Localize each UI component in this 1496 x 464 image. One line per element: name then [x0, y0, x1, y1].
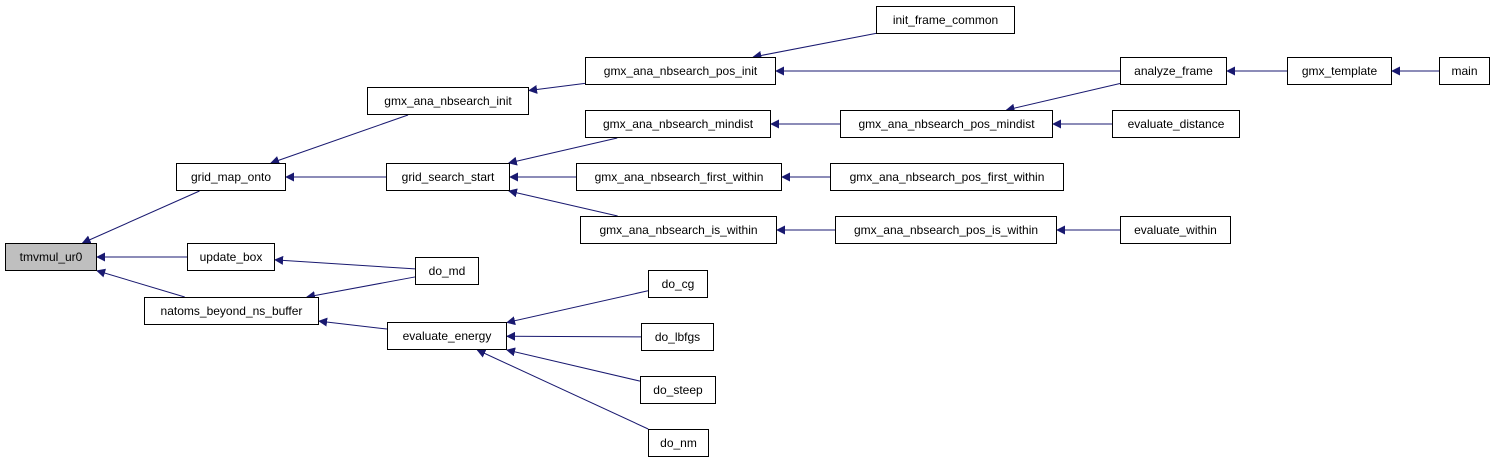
node-gmx-ana-nbsearch-pos-init[interactable]: gmx_ana_nbsearch_pos_init [585, 57, 776, 85]
edge-do-md-to-natoms-beyond-ns-buffer [306, 276, 416, 300]
node-evaluate-energy[interactable]: evaluate_energy [387, 322, 507, 350]
edge-do-lbfgs-to-evaluate-energy [506, 331, 642, 341]
node-natoms-beyond-ns-buffer[interactable]: natoms_beyond_ns_buffer [144, 297, 319, 325]
node-do-nm[interactable]: do_nm [648, 429, 709, 457]
edge-grid-map-onto-to-tmvmul-ur0 [81, 190, 200, 244]
node-grid-map-onto[interactable]: grid_map_onto [176, 163, 286, 191]
edge-init-frame-common-to-gmx-ana-nbsearch-pos-init [752, 32, 877, 60]
edge-evaluate-energy-to-natoms-beyond-ns-buffer [318, 317, 388, 330]
node-grid-search-start[interactable]: grid_search_start [386, 163, 510, 191]
node-gmx-ana-nbsearch-pos-first-within[interactable]: gmx_ana_nbsearch_pos_first_within [830, 163, 1064, 191]
edge-natoms-beyond-ns-buffer-to-tmvmul-ur0 [96, 268, 185, 298]
node-gmx-ana-nbsearch-first-within[interactable]: gmx_ana_nbsearch_first_within [576, 163, 782, 191]
node-analyze-frame[interactable]: analyze_frame [1120, 57, 1227, 85]
node-gmx-ana-nbsearch-is-within[interactable]: gmx_ana_nbsearch_is_within [580, 216, 777, 244]
edge-analyze-frame-to-gmx-ana-nbsearch-pos-mindist [1005, 83, 1121, 113]
node-gmx-ana-nbsearch-pos-is-within[interactable]: gmx_ana_nbsearch_pos_is_within [835, 216, 1057, 244]
node-do-steep[interactable]: do_steep [640, 376, 716, 404]
edge-gmx-ana-nbsearch-init-to-grid-map-onto [270, 114, 409, 165]
edge-do-nm-to-evaluate-energy [476, 349, 649, 430]
node-main[interactable]: main [1439, 57, 1490, 85]
edge-gmx-ana-nbsearch-mindist-to-grid-search-start [507, 137, 618, 166]
edge-gmx-ana-nbsearch-pos-init-to-gmx-ana-nbsearch-init [528, 82, 586, 94]
edge-gmx-ana-nbsearch-is-within-to-grid-search-start [508, 188, 618, 217]
edge-do-steep-to-evaluate-energy [506, 347, 641, 382]
node-do-cg[interactable]: do_cg [648, 270, 708, 298]
edge-do-md-to-update-box [274, 255, 416, 270]
node-evaluate-within[interactable]: evaluate_within [1120, 216, 1231, 244]
node-evaluate-distance[interactable]: evaluate_distance [1112, 110, 1240, 138]
node-do-md[interactable]: do_md [415, 257, 479, 285]
node-gmx-template[interactable]: gmx_template [1287, 57, 1392, 85]
node-gmx-ana-nbsearch-init[interactable]: gmx_ana_nbsearch_init [367, 87, 529, 115]
node-gmx-ana-nbsearch-pos-mindist[interactable]: gmx_ana_nbsearch_pos_mindist [840, 110, 1053, 138]
node-gmx-ana-nbsearch-mindist[interactable]: gmx_ana_nbsearch_mindist [585, 110, 771, 138]
node-init-frame-common[interactable]: init_frame_common [876, 6, 1015, 34]
edge-do-cg-to-evaluate-energy [506, 290, 649, 326]
node-do-lbfgs[interactable]: do_lbfgs [641, 323, 714, 351]
node-tmvmul-ur0: tmvmul_ur0 [5, 243, 97, 271]
node-update-box[interactable]: update_box [187, 243, 275, 271]
